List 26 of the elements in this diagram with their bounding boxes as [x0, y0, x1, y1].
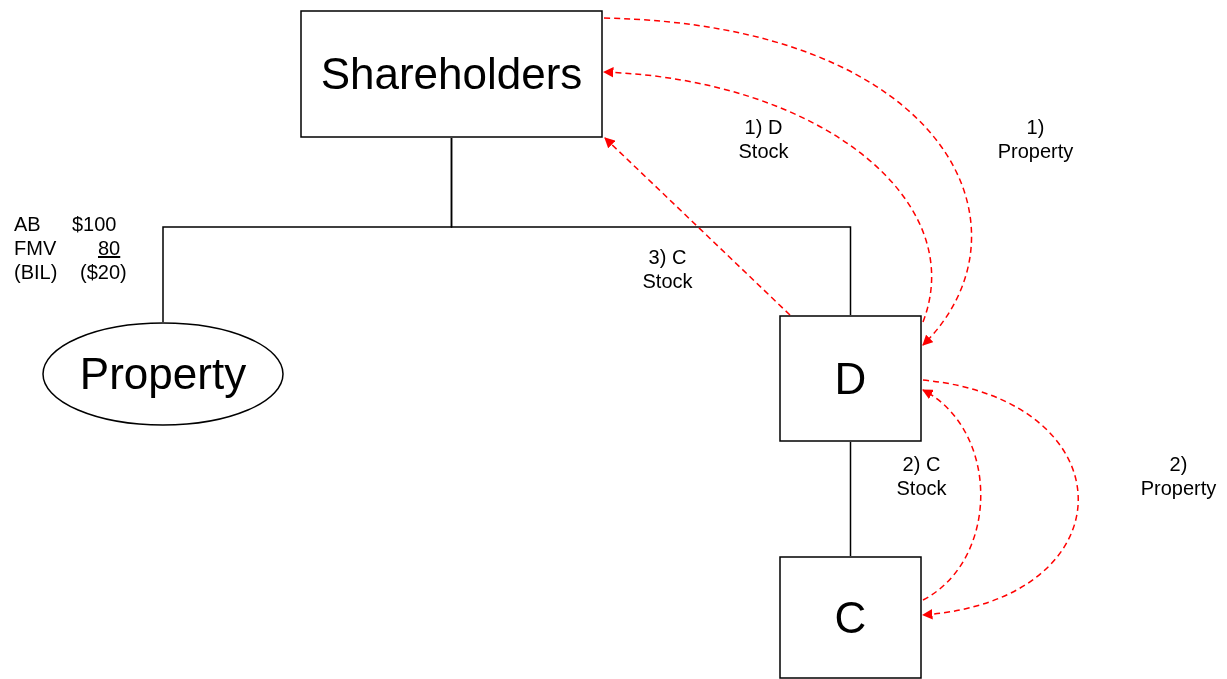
ellipse-node	[42, 322, 284, 426]
box-node	[300, 10, 603, 138]
edge-label: 1) Property	[996, 115, 1075, 163]
edge-label: 2) C Stock	[895, 452, 948, 500]
dashed-arrow	[604, 137, 791, 316]
dashed-arrow	[921, 379, 1079, 619]
value-text: AB	[14, 212, 41, 236]
value-text: FMV	[14, 236, 57, 260]
node-label: Shareholders	[320, 49, 583, 99]
value-text: $100	[72, 212, 117, 236]
connector-line	[849, 441, 852, 557]
box-node	[779, 556, 922, 679]
box-node	[779, 315, 922, 442]
node-label: Property	[79, 349, 247, 399]
dashed-arrow	[602, 67, 932, 323]
node-label: C	[834, 592, 867, 643]
edge-label: 1) D Stock	[737, 115, 790, 163]
connector-line	[450, 137, 852, 316]
edge-label: 3) C Stock	[641, 245, 694, 293]
value-text: (BIL)	[14, 260, 58, 284]
dashed-arrow	[922, 389, 982, 601]
node-label: D	[834, 353, 867, 404]
value-text: 80	[98, 236, 121, 260]
value-text: ($20)	[80, 260, 127, 284]
edge-label: 2) Property	[1139, 452, 1218, 500]
dashed-arrow	[603, 17, 972, 346]
